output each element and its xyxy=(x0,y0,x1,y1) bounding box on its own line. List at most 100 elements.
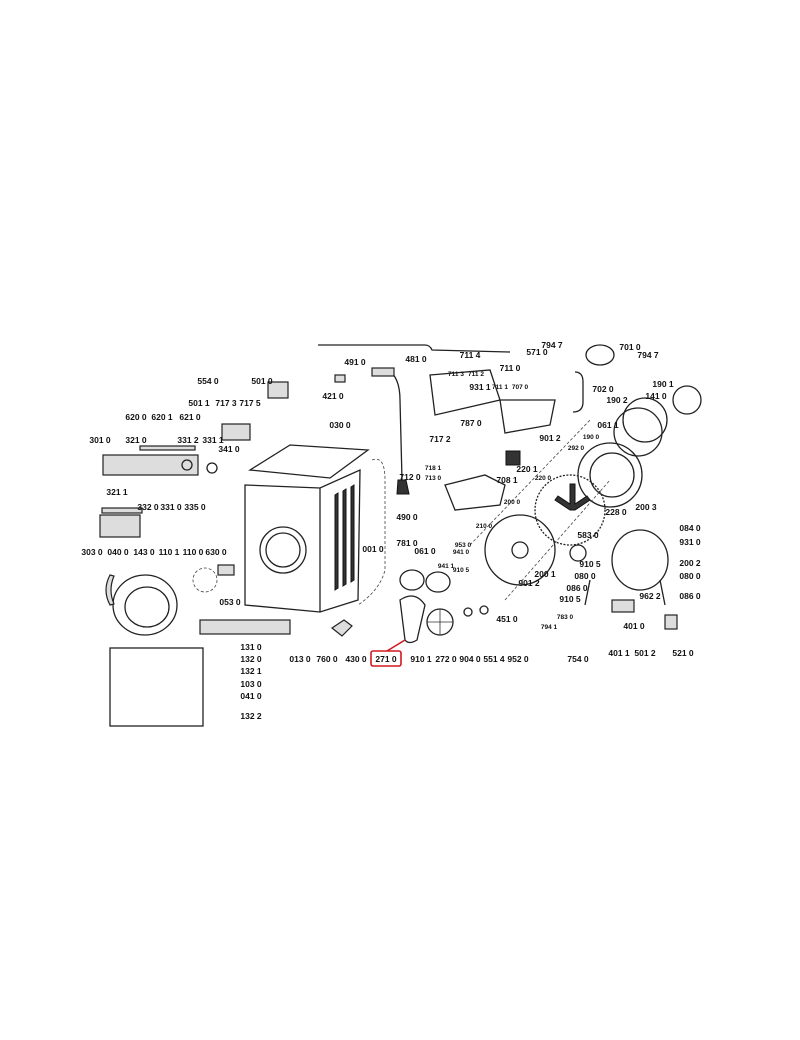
door-frame xyxy=(112,574,178,636)
gasket-ring-341 xyxy=(206,462,218,474)
part-label-084-0: 084 0 xyxy=(679,523,701,533)
part-label-131-0: 131 0 xyxy=(240,642,262,652)
part-label-901-2: 901 2 xyxy=(539,433,561,443)
part-label-754-0: 754 0 xyxy=(567,654,589,664)
counterweight-2002 xyxy=(611,529,669,591)
dispenser-housing xyxy=(429,369,501,416)
detergent-drawer xyxy=(99,514,141,538)
part-label-904-0: 904 0 xyxy=(459,654,481,664)
part-label-331-1: 331 1 xyxy=(202,435,224,445)
part-label-717-5: 717 5 xyxy=(239,398,261,408)
cabinet-vents xyxy=(334,484,355,591)
part-label-190-2: 190 2 xyxy=(606,395,628,405)
part-label-271-0: 271 0 xyxy=(375,654,397,664)
part-label-708-1: 708 1 xyxy=(496,475,518,485)
part-label-321-1: 321 1 xyxy=(106,487,128,497)
part-label-200-1: 200 1 xyxy=(534,569,556,579)
part-label-491-0: 491 0 xyxy=(344,357,366,367)
part-label-451-0: 451 0 xyxy=(496,614,518,624)
mains-plug xyxy=(396,479,410,495)
highlight-box-2710 xyxy=(370,650,402,667)
door-seal-1410 xyxy=(622,397,668,443)
leg-shell-0610a xyxy=(399,569,425,591)
part-label-321-0: 321 0 xyxy=(125,435,147,445)
bearing-5830 xyxy=(569,544,587,562)
part-label-630-0: 630 0 xyxy=(205,547,227,557)
door-lock-circle xyxy=(192,567,218,593)
part-label-086-0: 086 0 xyxy=(566,583,588,593)
part-label-190-1: 190 1 xyxy=(652,379,674,389)
part-label-583-0: 583 0 xyxy=(577,530,599,540)
part-label-620-0: 620 0 xyxy=(125,412,147,422)
part-label-481-0: 481 0 xyxy=(405,354,427,364)
part-label-707-0: 707 0 xyxy=(512,384,529,391)
part-label-551-4: 551 4 xyxy=(483,654,505,664)
tub-front-0611 xyxy=(613,407,663,457)
part-label-571-0: 571 0 xyxy=(526,347,548,357)
part-label-030-0: 030 0 xyxy=(329,420,351,430)
part-label-941-1: 941 1 xyxy=(438,563,455,570)
dispenser-box xyxy=(499,399,556,434)
tub-front-inner xyxy=(589,452,635,498)
harness-cable xyxy=(384,367,403,481)
part-label-490-0: 490 0 xyxy=(396,512,418,522)
cabinet xyxy=(244,468,361,613)
part-label-200-3: 200 3 xyxy=(635,502,657,512)
part-label-421-0: 421 0 xyxy=(322,391,344,401)
tub-front-ring xyxy=(577,442,643,508)
worktop xyxy=(248,444,370,479)
connector-421 xyxy=(334,374,346,383)
part-label-200-0: 200 0 xyxy=(504,499,521,506)
part-label-292-0: 292 0 xyxy=(568,445,585,452)
part-label-132-2: 132 2 xyxy=(240,711,262,721)
inlet-hose-702 xyxy=(572,371,584,413)
part-label-910-1: 910 1 xyxy=(410,654,432,664)
connector-491 xyxy=(371,367,395,377)
part-label-013-0: 013 0 xyxy=(289,654,311,664)
program-knob xyxy=(181,459,193,471)
part-label-040-0: 040 0 xyxy=(107,547,129,557)
door-handle xyxy=(105,574,115,606)
part-label-210-0: 210 0 xyxy=(476,523,493,530)
pulley-hub xyxy=(511,541,529,559)
part-label-910-5: 910 5 xyxy=(559,594,581,604)
part-label-331-2: 331 2 xyxy=(177,435,199,445)
drain-hose xyxy=(357,458,386,606)
part-label-053-0: 053 0 xyxy=(219,597,241,607)
part-label-110-1: 110 1 xyxy=(159,547,180,557)
part-label-132-0: 132 0 xyxy=(240,654,262,664)
part-label-141-0: 141 0 xyxy=(645,391,667,401)
part-label-953-0: 953 0 xyxy=(455,542,472,549)
part-label-272-0: 272 0 xyxy=(435,654,457,664)
part-label-701-0: 701 0 xyxy=(619,342,641,352)
highlight-pointer xyxy=(386,639,406,652)
seal-9520 xyxy=(479,605,489,615)
part-label-787-0: 787 0 xyxy=(460,418,482,428)
part-label-718-1: 718 1 xyxy=(425,465,442,472)
part-label-713-0: 713 0 xyxy=(425,475,442,482)
part-label-794-7: 794 7 xyxy=(541,340,563,350)
part-label-143-0: 143 0 xyxy=(133,547,155,557)
part-label-132-1: 132 1 xyxy=(240,666,262,676)
pcb-5011 xyxy=(221,423,251,441)
part-label-941-0: 941 0 xyxy=(453,549,470,556)
leg-shell-0610b xyxy=(425,571,451,593)
rear-tub-2000 xyxy=(484,514,556,586)
panel-strip-3211 xyxy=(101,507,143,514)
tub-dash-outline xyxy=(469,419,611,601)
part-label-200-2: 200 2 xyxy=(679,558,701,568)
sump-hose-708 xyxy=(505,450,521,466)
part-label-430-0: 430 0 xyxy=(345,654,367,664)
part-label-041-0: 041 0 xyxy=(240,691,262,701)
part-label-301-0: 301 0 xyxy=(89,435,111,445)
back-panel xyxy=(109,647,204,727)
door-opening-inner xyxy=(265,532,301,568)
filter-9040 xyxy=(463,607,473,617)
module-5010 xyxy=(267,381,289,399)
door-glass-1901 xyxy=(672,385,702,415)
part-label-554-0: 554 0 xyxy=(197,376,219,386)
part-label-711-0: 711 0 xyxy=(500,363,521,373)
part-label-717-2: 717 2 xyxy=(429,434,451,444)
